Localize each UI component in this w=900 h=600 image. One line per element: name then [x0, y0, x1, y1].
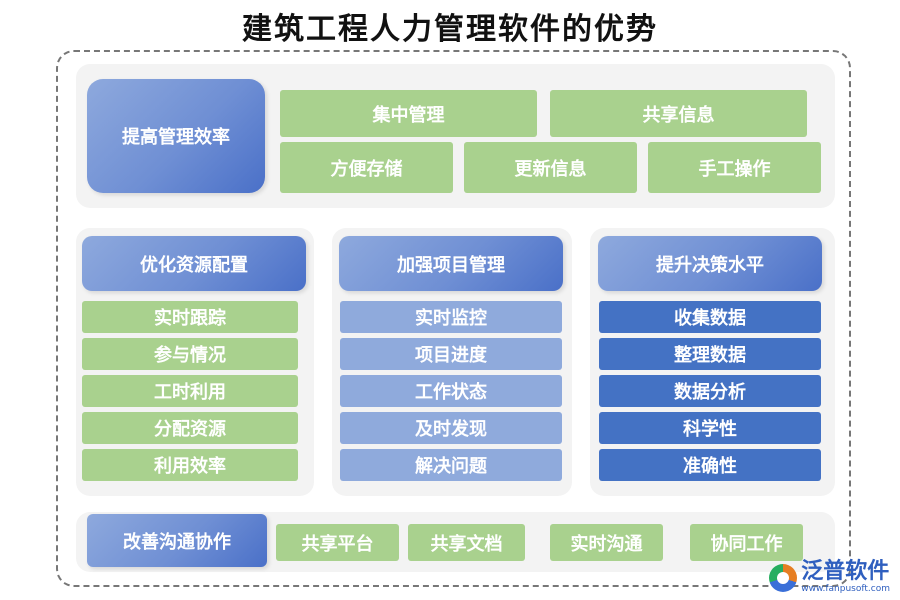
efficiency-item-3: 方便存储 [280, 142, 453, 193]
projects-item-3: 工作状态 [340, 375, 562, 407]
brand-url: www.fanpusoft.com [801, 584, 890, 594]
communication-item-2: 共享文档 [408, 524, 525, 561]
communication-item-3: 实时沟通 [550, 524, 663, 561]
decisions-item-2: 整理数据 [599, 338, 821, 370]
resources-item-1: 实时跟踪 [82, 301, 298, 333]
brand-name: 泛普软件 [801, 559, 890, 584]
decisions-heading: 提升决策水平 [598, 236, 822, 291]
resources-item-4: 分配资源 [82, 412, 298, 444]
resources-item-3: 工时利用 [82, 375, 298, 407]
page-title: 建筑工程人力管理软件的优势 [242, 12, 658, 47]
brand-logo-icon [769, 563, 798, 592]
resources-item-2: 参与情况 [82, 338, 298, 370]
projects-heading: 加强项目管理 [339, 236, 563, 291]
efficiency-heading: 提高管理效率 [87, 79, 265, 193]
communication-heading: 改善沟通协作 [87, 514, 267, 567]
efficiency-item-4: 更新信息 [464, 142, 637, 193]
efficiency-item-2: 共享信息 [550, 90, 807, 137]
projects-item-4: 及时发现 [340, 412, 562, 444]
decisions-item-4: 科学性 [599, 412, 821, 444]
projects-item-2: 项目进度 [340, 338, 562, 370]
outer-dashed-frame [56, 50, 851, 587]
brand-logo: 泛普软件 www.fanpusoft.com [769, 561, 890, 594]
resources-heading: 优化资源配置 [82, 236, 306, 291]
decisions-item-1: 收集数据 [599, 301, 821, 333]
communication-item-4: 协同工作 [690, 524, 803, 561]
communication-item-1: 共享平台 [276, 524, 399, 561]
efficiency-item-5: 手工操作 [648, 142, 821, 193]
projects-item-5: 解决问题 [340, 449, 562, 481]
efficiency-item-1: 集中管理 [280, 90, 537, 137]
resources-item-5: 利用效率 [82, 449, 298, 481]
projects-item-1: 实时监控 [340, 301, 562, 333]
decisions-item-5: 准确性 [599, 449, 821, 481]
decisions-item-3: 数据分析 [599, 375, 821, 407]
